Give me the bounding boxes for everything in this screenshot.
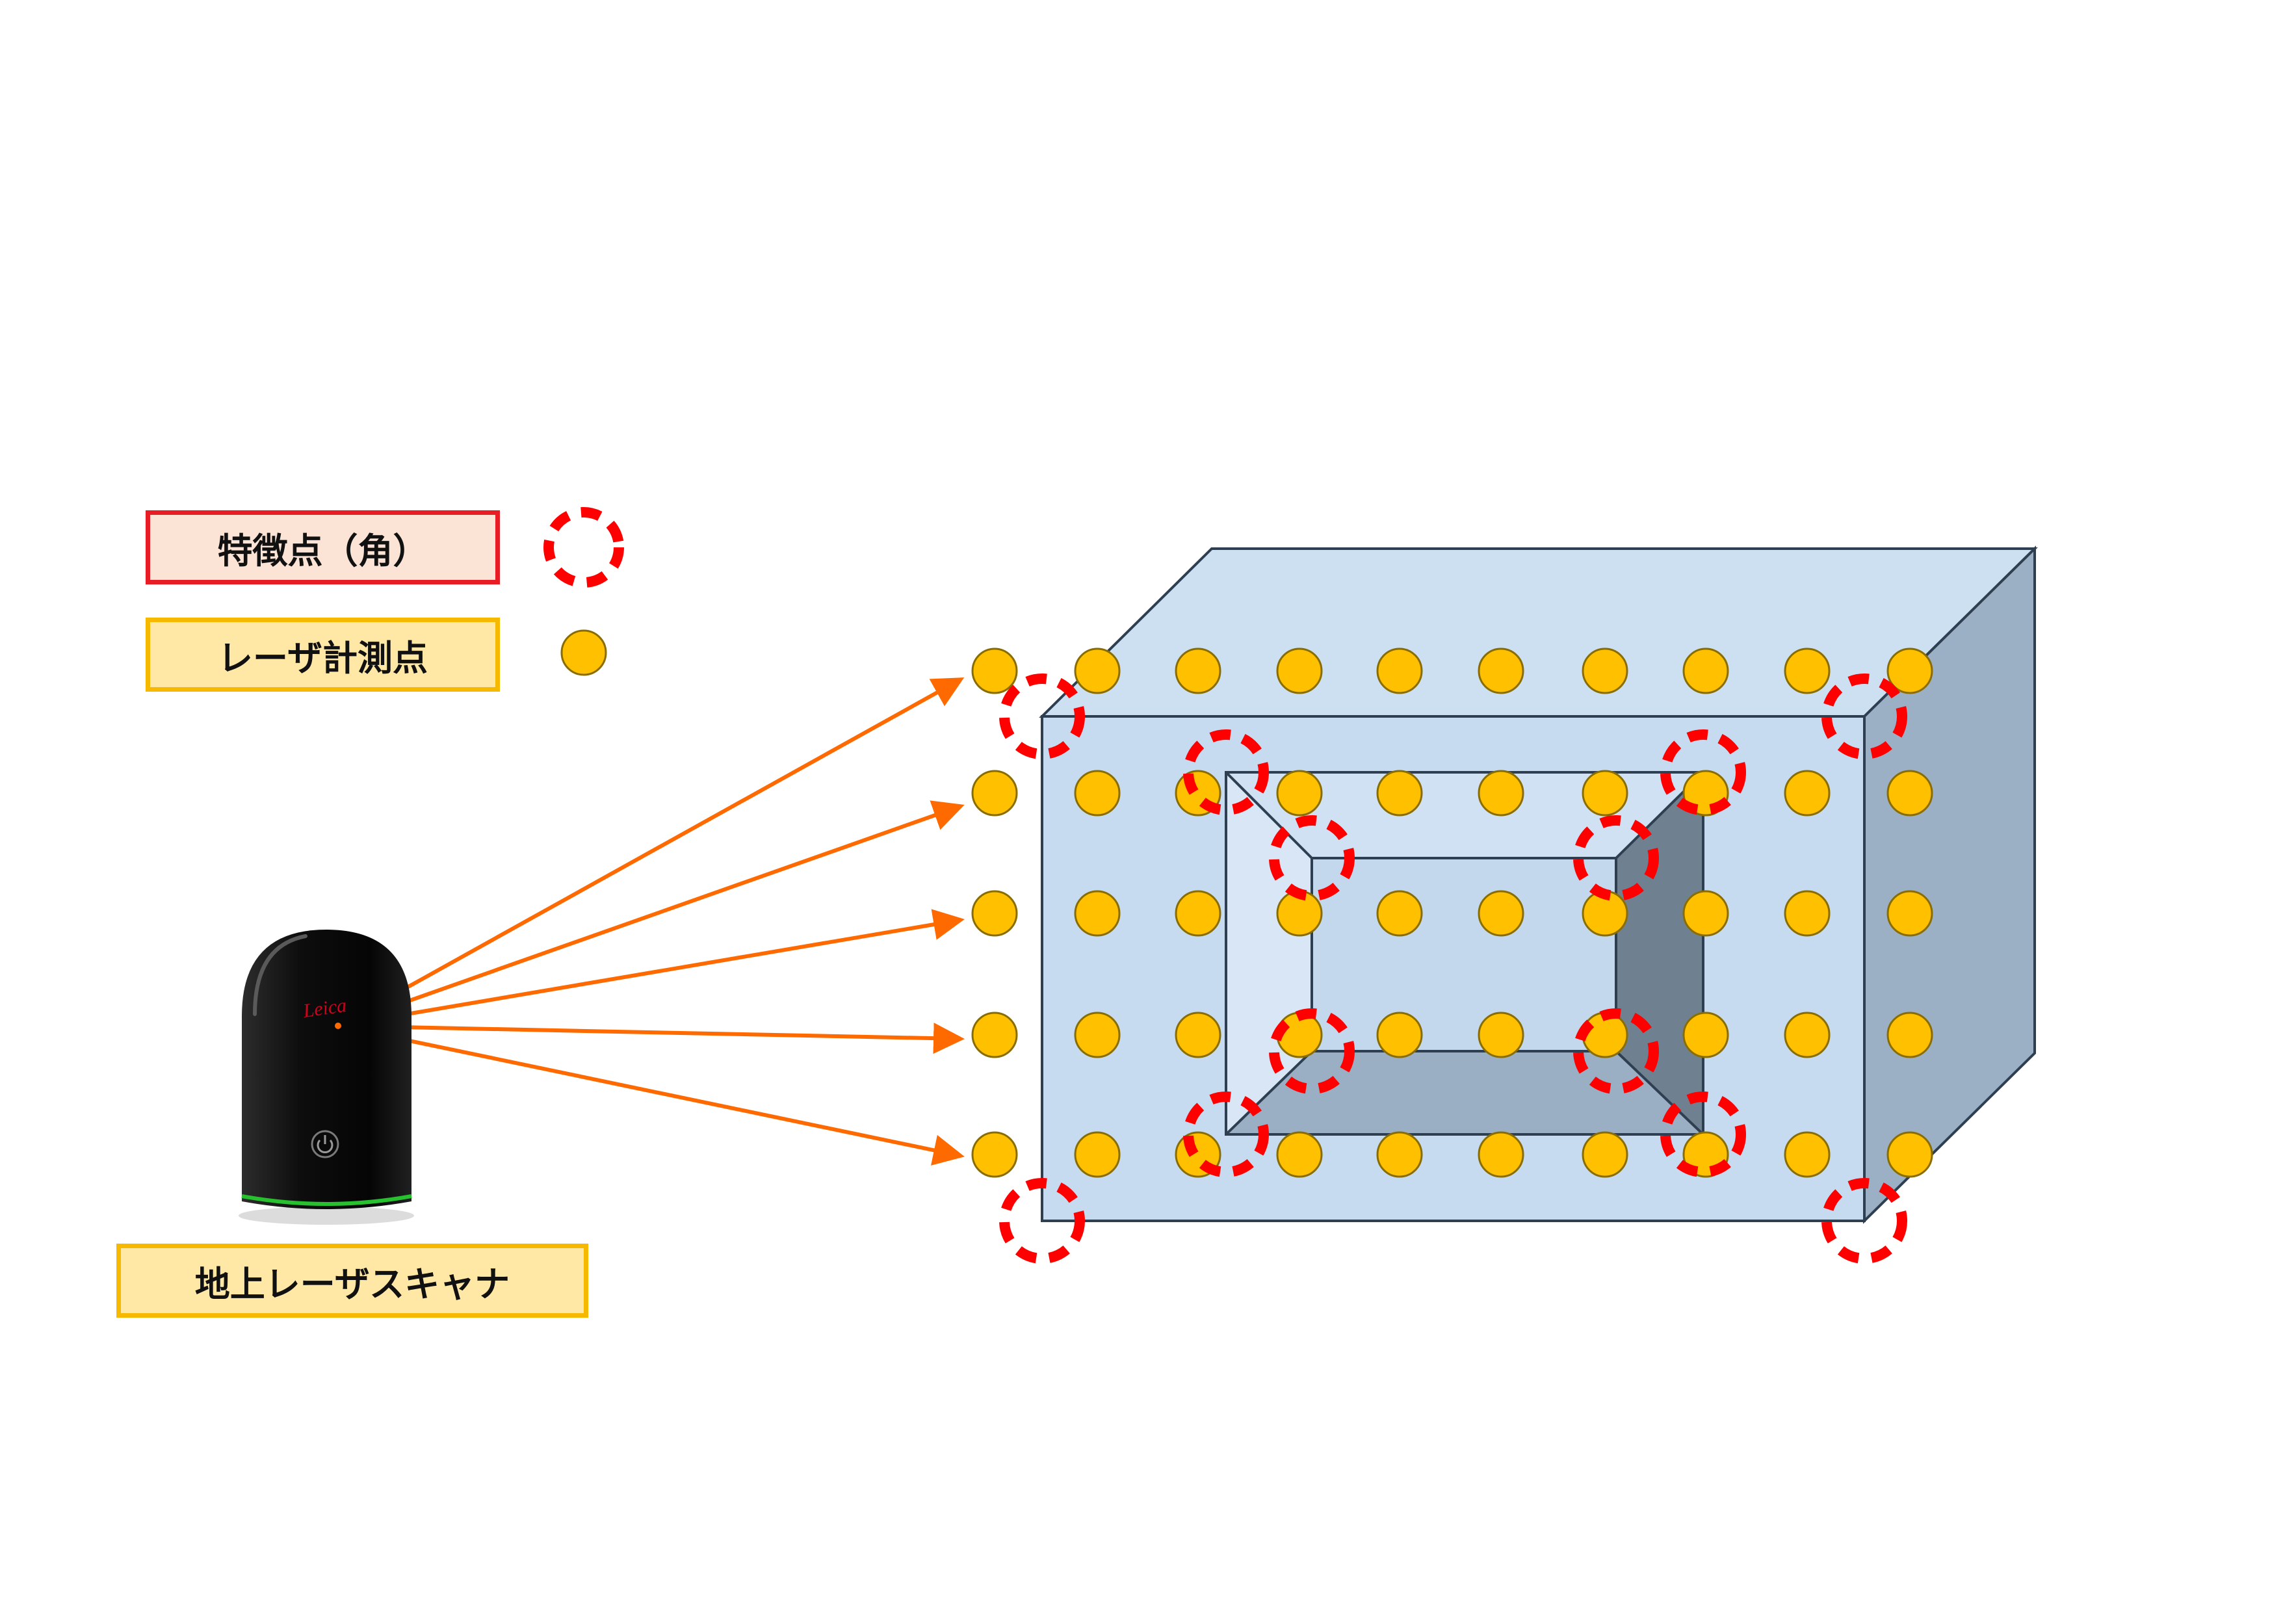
laser-point: [1886, 1012, 1933, 1058]
feature-point-marker: [999, 673, 1085, 759]
laser-point: [1074, 647, 1121, 694]
legend-laser-point-label: レーザ計測点: [218, 637, 428, 679]
laser-point: [1074, 1012, 1121, 1058]
laser-point: [1582, 647, 1628, 694]
laser-point: [1886, 890, 1933, 937]
laser-point: [1582, 1131, 1628, 1178]
laser-point: [1784, 1012, 1831, 1058]
niche-edge-bottom-left: [1225, 1050, 1313, 1136]
laser-point: [1784, 770, 1831, 817]
feature-point-marker: [1660, 729, 1746, 815]
laser-point: [971, 647, 1018, 694]
feature-point-marker: [1660, 1091, 1746, 1177]
scanner-shadow: [239, 1207, 414, 1225]
feature-point-marker: [1183, 729, 1269, 815]
laser-beam: [337, 909, 965, 1028]
feature-point-marker: [1573, 815, 1659, 901]
laser-point: [1074, 890, 1121, 937]
niche-right-face: [1616, 772, 1703, 1134]
feature-point-marker: [999, 1178, 1085, 1264]
laser-point: [971, 1012, 1018, 1058]
laser-point: [1682, 890, 1729, 937]
laser-point: [1784, 647, 1831, 694]
laser-beam: [337, 1024, 965, 1166]
laser-beam: [337, 677, 965, 1028]
laser-point: [1074, 770, 1121, 817]
laser-point: [1074, 1131, 1121, 1178]
laser-point: [1886, 647, 1933, 694]
legend-laser-marker: [560, 629, 607, 676]
laser-scanner: Leica: [239, 930, 414, 1225]
scanner-label-text: 地上レーザスキャナ: [194, 1263, 510, 1305]
niche-edge-top-left: [1225, 771, 1313, 859]
laser-point: [1376, 1012, 1423, 1058]
laser-beam: [337, 800, 965, 1028]
laser-point: [1886, 1131, 1933, 1178]
laser-point: [971, 1131, 1018, 1178]
laser-point: [1376, 770, 1423, 817]
legend-feature-point-label: 特徴点（角）: [217, 530, 428, 571]
feature-point-marker: [1821, 673, 1907, 759]
feature-point-marker: [1821, 1178, 1907, 1264]
laser-beams: [337, 677, 965, 1166]
laser-point: [1175, 890, 1221, 937]
legend-laser-point: レーザ計測点: [146, 618, 500, 692]
laser-point: [1376, 647, 1423, 694]
laser-point: [1276, 647, 1323, 694]
laser-point: [1175, 647, 1221, 694]
laser-point: [971, 890, 1018, 937]
laser-point: [1376, 1131, 1423, 1178]
laser-point: [1478, 1012, 1524, 1058]
scanner-highlight: [253, 934, 307, 1016]
scanner-base-ring: [241, 1194, 412, 1206]
laser-point: [1478, 1131, 1524, 1178]
laser-point: [1175, 1012, 1221, 1058]
laser-point: [1682, 1012, 1729, 1058]
feature-point-marker: [1269, 815, 1355, 901]
scanner-body: [242, 930, 411, 1209]
legend-feature-point: 特徴点（角）: [146, 510, 500, 584]
laser-point: [1376, 890, 1423, 937]
laser-beam: [337, 1023, 965, 1054]
legend-feature-marker: [543, 507, 624, 588]
laser-point: [1276, 1131, 1323, 1178]
laser-point: [1682, 647, 1729, 694]
niche-opening: [1225, 771, 1704, 1136]
laser-point: [1582, 770, 1628, 817]
scanner-label: 地上レーザスキャナ: [116, 1244, 588, 1318]
feature-point-marker: [1573, 1008, 1659, 1094]
laser-point: [1784, 1131, 1831, 1178]
laser-point: [1784, 890, 1831, 937]
scanner-emitter: [335, 1023, 341, 1029]
niche-bottom-face: [1226, 1051, 1703, 1134]
feature-point-markers: [999, 673, 1907, 1264]
feature-point-marker: [1183, 1091, 1269, 1177]
feature-point-marker: [1269, 1008, 1355, 1094]
laser-point: [1478, 890, 1524, 937]
laser-point: [1478, 770, 1524, 817]
laser-point: [1276, 770, 1323, 817]
niche-edge-bottom-right: [1615, 1050, 1704, 1136]
laser-point: [1886, 770, 1933, 817]
niche-back-face: [1311, 857, 1617, 1052]
power-symbol-icon: [317, 1139, 333, 1153]
laser-point: [971, 770, 1018, 817]
laser-point: [1478, 647, 1524, 694]
